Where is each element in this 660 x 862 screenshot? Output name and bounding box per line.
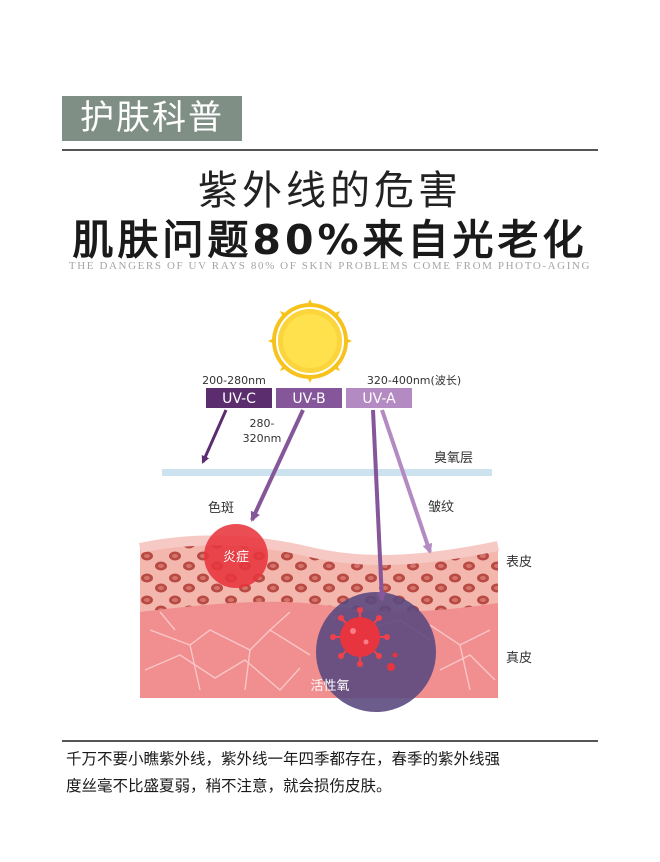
uvb-badge xyxy=(276,388,342,408)
uvc-label: UV-C xyxy=(222,391,256,407)
inflammation-circle xyxy=(204,524,268,588)
uva-deep-ray xyxy=(371,409,387,602)
uva-badge xyxy=(346,388,412,408)
uva-label: UV-A xyxy=(362,391,396,407)
body-paragraph: 千万不要小瞧紫外线，紫外线一年四季都存在，春季的紫外线强 度丝毫不比盛夏弱，稍不… xyxy=(66,746,606,800)
uvb-range-line2: 320nm xyxy=(243,432,282,445)
uvc-ray xyxy=(201,409,228,464)
inflammation-label: 炎症 xyxy=(223,550,249,565)
uvb-label: UV-B xyxy=(292,391,325,407)
page-headline: 肌肤问题80%来自光老化 xyxy=(72,216,588,264)
english-subtitle: THE DANGERS OF UV RAYS 80% OF SKIN PROBL… xyxy=(68,260,592,272)
uv-skin-diagram: 200-280nm UV-C UV-B UV-A 320-400nm(波长) 2… xyxy=(138,299,532,712)
ros-label: 活性氧 xyxy=(310,679,349,694)
uva-range-label: 320-400nm(波长) xyxy=(367,374,461,387)
dermis-label: 真皮 xyxy=(506,651,532,666)
ozone-layer xyxy=(162,469,492,476)
top-divider xyxy=(62,149,598,151)
virus-icon xyxy=(330,607,398,671)
spots-label: 色斑 xyxy=(208,500,234,516)
bottom-divider xyxy=(62,740,598,742)
uvb-range-line1: 280- xyxy=(250,417,275,430)
uvb-ray xyxy=(250,409,305,522)
sun-icon xyxy=(268,299,352,383)
uvc-badge xyxy=(206,388,272,408)
ozone-label: 臭氧层 xyxy=(434,451,473,466)
epidermis-label: 表皮 xyxy=(506,555,532,570)
skin-surface xyxy=(138,535,500,565)
body-line-1: 千万不要小瞧紫外线，紫外线一年四季都存在，春季的紫外线强 xyxy=(66,750,501,768)
category-tag: 护肤科普 xyxy=(62,96,242,141)
wrinkles-label: 皱纹 xyxy=(428,499,454,515)
body-line-2: 度丝毫不比盛夏弱，稍不注意，就会损伤皮肤。 xyxy=(66,777,392,795)
uvc-range-label: 200-280nm xyxy=(202,374,266,387)
page-title: 紫外线的危害 xyxy=(198,168,462,214)
uva-ray xyxy=(380,409,433,554)
